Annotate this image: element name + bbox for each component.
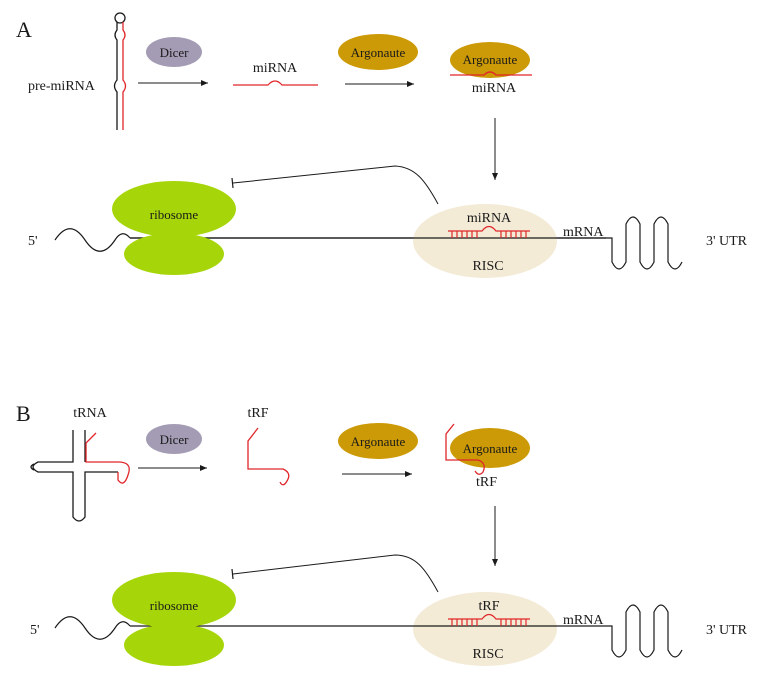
bound-trf-fragment	[445, 423, 485, 475]
risc-label: RISC	[472, 259, 503, 274]
trf-label: tRF	[247, 406, 268, 421]
complex-mirna-label: miRNA	[472, 81, 517, 96]
argonaute-ellipse	[338, 34, 418, 70]
five-prime-label: 5'	[28, 234, 38, 249]
mrna-label: mRNA	[563, 225, 604, 240]
risc-ellipse-b	[413, 592, 557, 666]
mrna-5prime-tail-b	[54, 616, 131, 640]
mrna-3utr-wiggle	[606, 216, 683, 270]
trna-cloverleaf	[30, 430, 130, 522]
repression-bar	[231, 177, 234, 189]
trna-label: tRNA	[73, 406, 107, 421]
ribosome-large-subunit	[112, 181, 236, 237]
argonaute-label-b: Argonaute	[351, 434, 406, 449]
panel-b-letter: B	[16, 401, 31, 426]
argonaute-complex-label-b: Argonaute	[463, 441, 518, 456]
pre-mirna-hairpin	[113, 12, 127, 130]
risc-label-b: RISC	[472, 647, 503, 662]
repression-arrow	[232, 165, 439, 205]
ribosome-large-subunit-b	[112, 572, 236, 628]
mirna-strand	[233, 80, 318, 86]
panel-b: B tRNA Dicer tRF Argonaute Argonaute tRF…	[16, 401, 748, 666]
ribosome-label: ribosome	[150, 207, 199, 222]
ribosome-small-subunit	[124, 233, 224, 275]
argonaute-complex-label: Argonaute	[463, 52, 518, 67]
dicer-ellipse	[146, 37, 202, 67]
ribosome-label-b: ribosome	[150, 598, 199, 613]
trf-fragment	[247, 427, 290, 486]
mrna-5prime-tail	[54, 228, 131, 252]
argonaute-complex-ellipse	[450, 42, 530, 78]
mrna-label-b: mRNA	[563, 613, 604, 628]
risc-trf-label: tRF	[478, 599, 499, 614]
dicer-label: Dicer	[160, 45, 190, 60]
dicer-label-b: Dicer	[160, 432, 190, 447]
three-utr-label-b: 3' UTR	[706, 623, 748, 638]
risc-trf-duplex	[448, 613, 530, 626]
panel-a-letter: A	[16, 17, 32, 42]
risc-ellipse	[413, 204, 557, 278]
ribosome-small-subunit-b	[124, 624, 224, 666]
three-utr-label: 3' UTR	[706, 234, 748, 249]
repression-arrow-b	[232, 554, 439, 593]
five-prime-label-b: 5'	[30, 623, 40, 638]
argonaute-label: Argonaute	[351, 45, 406, 60]
bound-mirna-strand	[450, 71, 532, 76]
mirna-label: miRNA	[253, 61, 298, 76]
dicer-ellipse-b	[146, 424, 202, 454]
argonaute-ellipse-b	[338, 423, 418, 459]
risc-mirna-label: miRNA	[467, 211, 512, 226]
pre-mirna-label: pre-miRNA	[28, 79, 96, 94]
complex-trf-label: tRF	[476, 475, 497, 490]
argonaute-complex-ellipse-b	[450, 428, 530, 468]
risc-mirna-duplex	[448, 225, 530, 238]
mrna-3utr-wiggle-b	[606, 604, 683, 658]
panel-a: A pre-miRNA Dicer miRNA Argonaute Argona…	[16, 12, 748, 278]
repression-bar-b	[231, 568, 234, 580]
